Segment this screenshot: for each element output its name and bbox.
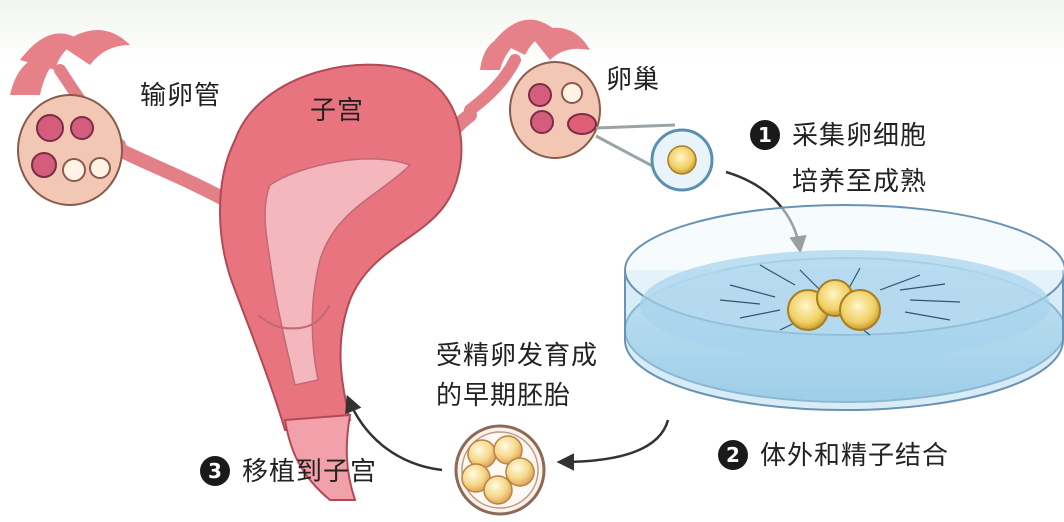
label-uterus: 子宫 <box>310 96 365 126</box>
arrow-step3 <box>345 394 443 472</box>
embryo <box>454 424 546 516</box>
petri-dish <box>624 204 1064 412</box>
step1-text1: 采集卵细胞 <box>792 121 928 151</box>
step3-badge: 3 <box>200 456 230 486</box>
embryo-caption-line1: 受精卵发育成 <box>436 341 599 371</box>
step2-text: 体外和精子结合 <box>760 441 950 471</box>
arrow-step2 <box>556 419 670 471</box>
uterus <box>219 63 463 501</box>
right-ovary <box>509 61 601 159</box>
label-oviduct: 输卵管 <box>140 81 222 111</box>
left-ovary <box>17 94 123 206</box>
step1-line1: 1 采集卵细胞 <box>750 120 927 152</box>
label-ovary: 卵巢 <box>606 65 661 95</box>
embryo-caption-line2: 的早期胚胎 <box>436 381 572 411</box>
step2: 2 体外和精子结合 <box>718 440 949 472</box>
step2-badge: 2 <box>718 440 748 470</box>
step1-badge: 1 <box>750 120 780 150</box>
step3: 3 移植到子宫 <box>200 456 377 488</box>
step1-line2: 培养至成熟 <box>792 167 928 197</box>
step3-text: 移植到子宫 <box>242 457 378 487</box>
magnified-egg <box>650 128 714 192</box>
